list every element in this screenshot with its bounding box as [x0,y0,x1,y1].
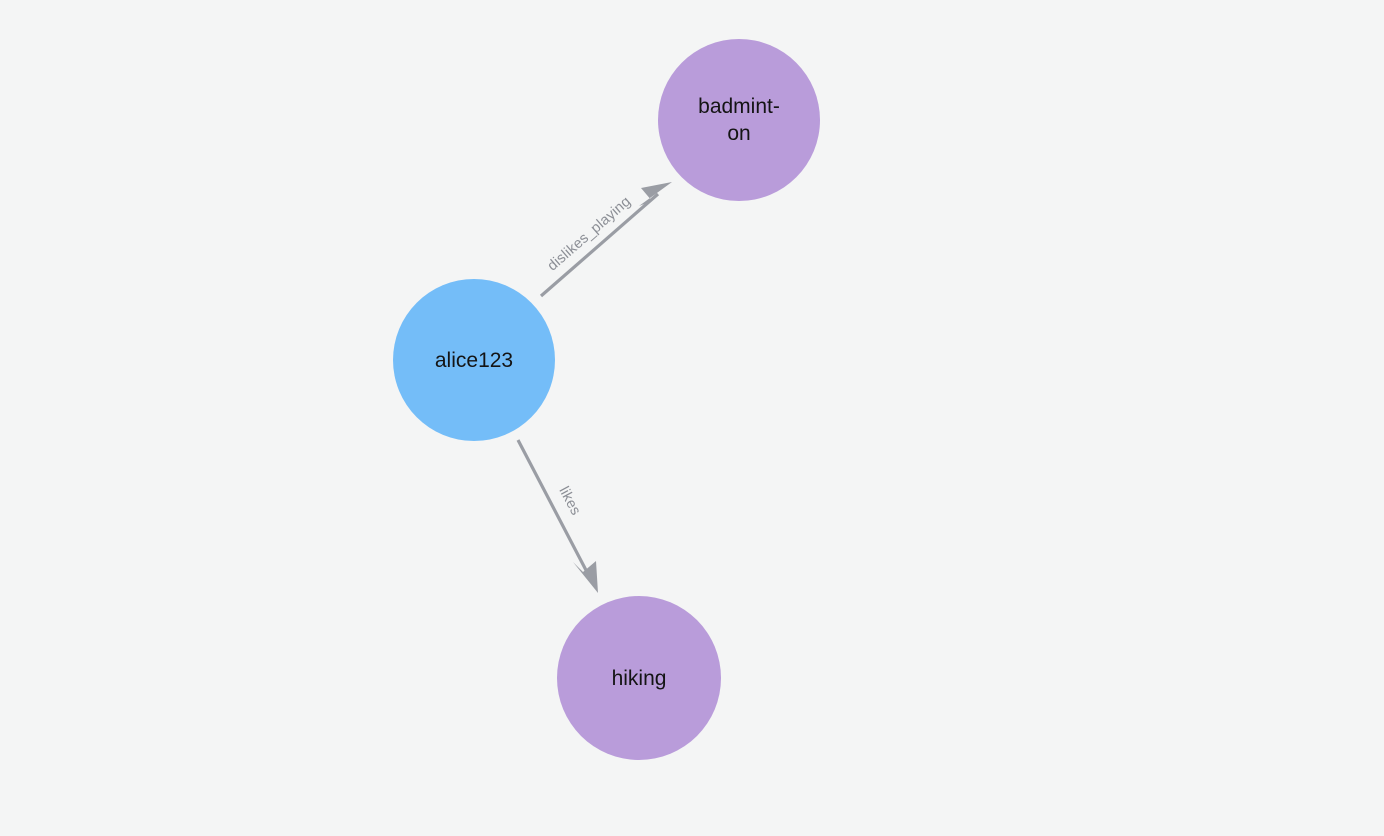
edge-line [516,439,590,575]
edge-label: dislikes_playing [545,194,635,275]
arrowhead-icon [573,561,598,593]
graph-node-hiking[interactable]: hiking [557,596,721,760]
graph-node-alice123[interactable]: alice123 [393,279,555,441]
node-label: alice123 [434,348,514,372]
arrowhead-icon [639,182,672,206]
node-label: badmint- on [698,95,780,145]
graph-node-badminton[interactable]: badmint- on [658,39,820,201]
edge-label: likes [555,484,583,518]
node-label: hiking [611,666,667,690]
edge-likes[interactable]: likes [516,439,598,593]
edge-dislikes-playing[interactable]: dislikes_playing [539,182,672,298]
edge-line [539,192,660,298]
